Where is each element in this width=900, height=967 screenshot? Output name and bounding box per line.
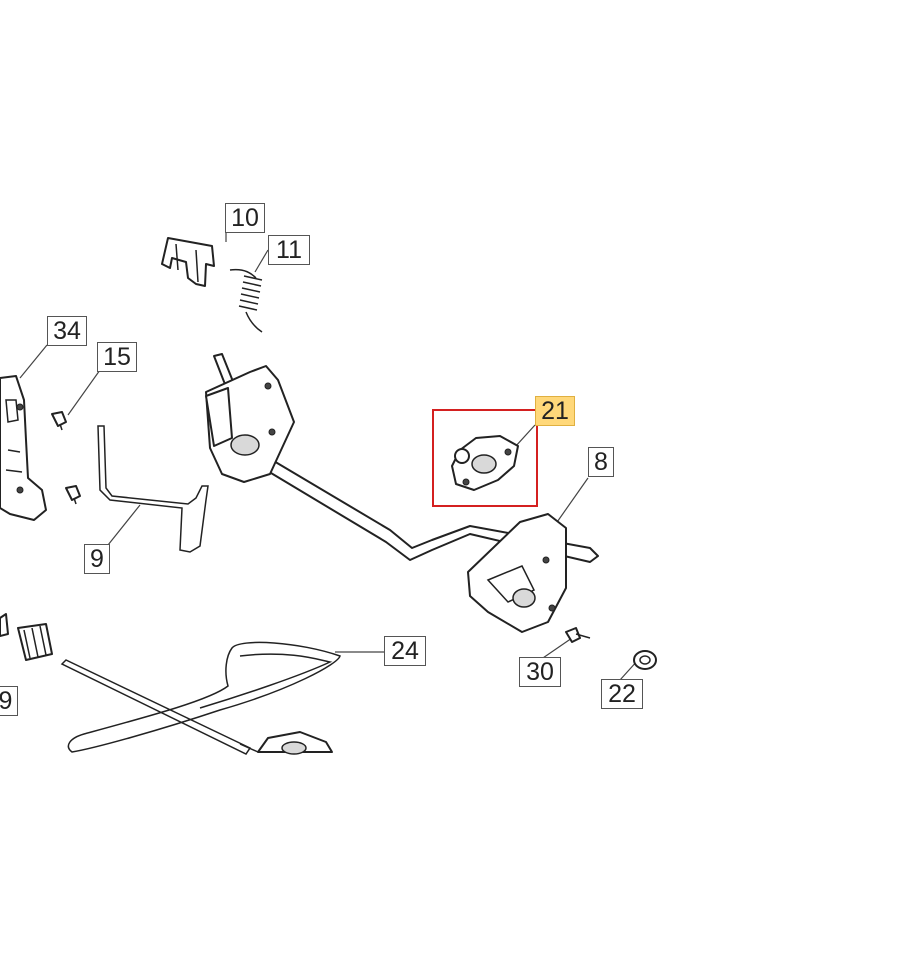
callout-24: 24 bbox=[384, 636, 426, 666]
callout-34: 34 bbox=[47, 316, 87, 346]
part-34-side-panel bbox=[0, 375, 47, 521]
lower-axle bbox=[0, 613, 252, 755]
callout-11: 11 bbox=[268, 235, 310, 265]
lower-hub bbox=[239, 731, 333, 755]
main-shaft bbox=[213, 353, 599, 563]
part-22-washer bbox=[633, 650, 657, 670]
left-bracket-plate bbox=[205, 365, 295, 483]
part-21-cam bbox=[451, 435, 519, 491]
callout-10: 10 bbox=[225, 203, 265, 233]
highlight-box-part-21 bbox=[432, 409, 538, 507]
part-30-bolt bbox=[565, 627, 591, 643]
callout-9-lower: 9 bbox=[0, 686, 18, 716]
callout-22: 22 bbox=[601, 679, 643, 709]
part-10-bracket bbox=[161, 237, 215, 287]
part-9-rod bbox=[97, 425, 209, 553]
callout-21-highlighted: 21 bbox=[535, 396, 575, 426]
part-8-plate bbox=[467, 513, 567, 633]
callout-8: 8 bbox=[588, 447, 614, 477]
part-24-belt bbox=[67, 641, 341, 753]
callout-30: 30 bbox=[519, 657, 561, 687]
callout-15: 15 bbox=[97, 342, 137, 372]
part-11-spring bbox=[229, 268, 263, 333]
callout-9: 9 bbox=[84, 544, 110, 574]
part-15-screws bbox=[51, 411, 81, 505]
